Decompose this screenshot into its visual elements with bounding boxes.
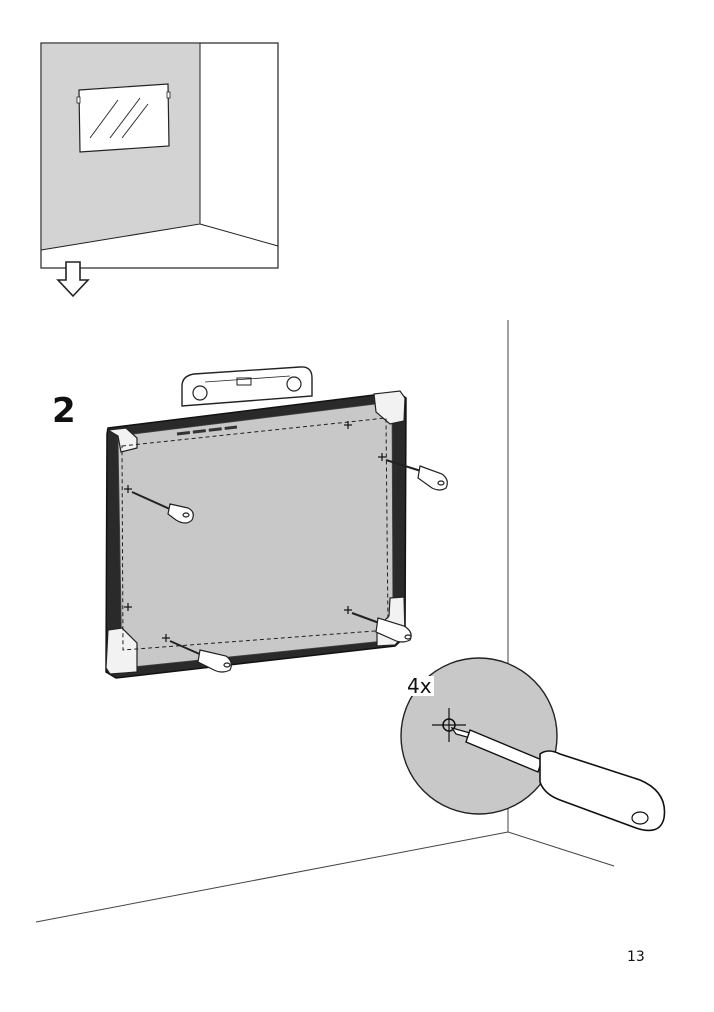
page-number: 13 [627, 949, 645, 965]
quantity-label: 4x [405, 674, 434, 698]
screwdriver [131, 491, 194, 524]
spirit-level [181, 366, 313, 407]
screwdriver [351, 612, 412, 643]
detail-callout [400, 657, 666, 832]
screwdriver [385, 459, 448, 491]
room-overview-illustration [40, 42, 279, 298]
step-number: 2 [52, 391, 76, 431]
down-arrow-icon [56, 261, 90, 298]
screwdriver [169, 640, 232, 673]
mounting-step-illustration [35, 320, 666, 923]
